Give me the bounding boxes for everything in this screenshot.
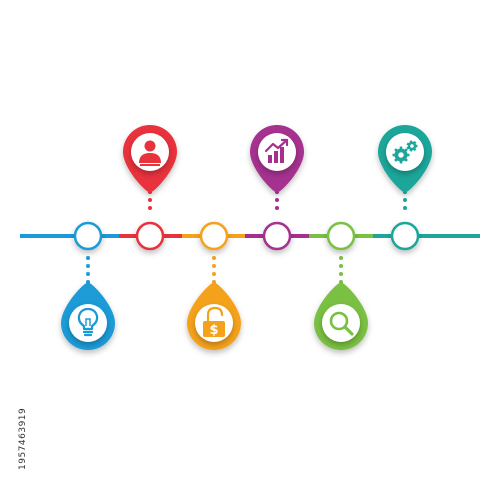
connector-dot — [212, 272, 216, 276]
gears-icon — [392, 140, 418, 164]
connector-dot — [86, 256, 90, 260]
connector-dot — [212, 256, 216, 260]
step-5-node — [326, 221, 356, 251]
person-icon — [139, 140, 161, 166]
connector-dot — [148, 198, 152, 202]
connector-dot — [86, 264, 90, 268]
lightbulb-icon — [77, 307, 99, 337]
magnifier-icon — [329, 311, 354, 336]
step-4-marker — [250, 125, 304, 193]
connector-dot — [148, 206, 152, 210]
growth-chart-icon — [264, 138, 289, 163]
step-5-pin-center — [322, 304, 360, 342]
connector-dot — [275, 198, 279, 202]
step-6-marker — [378, 125, 432, 193]
step-2-node — [135, 221, 165, 251]
connector-dot — [275, 206, 279, 210]
step-1-marker — [61, 282, 115, 350]
step-1-node — [73, 221, 103, 251]
connector-dot — [339, 256, 343, 260]
unlock-dollar-icon: $ — [203, 306, 225, 338]
svg-text:$: $ — [209, 323, 218, 338]
step-5-marker — [314, 282, 368, 350]
connector-dot — [86, 272, 90, 276]
timeline-nodes — [73, 221, 420, 251]
stock-id-watermark: 1957463919 — [18, 407, 28, 470]
step-2-marker — [123, 125, 177, 193]
step-1-pin-center — [69, 304, 107, 342]
connector-dot — [403, 198, 407, 202]
connector-dot — [339, 272, 343, 276]
step-3-node — [199, 221, 229, 251]
connector-dot — [403, 206, 407, 210]
step-6-node — [390, 221, 420, 251]
connector-dot — [339, 264, 343, 268]
step-3-marker: $ — [187, 282, 241, 350]
step-markers: $ — [61, 125, 432, 350]
connector-dot — [212, 264, 216, 268]
step-4-node — [262, 221, 292, 251]
